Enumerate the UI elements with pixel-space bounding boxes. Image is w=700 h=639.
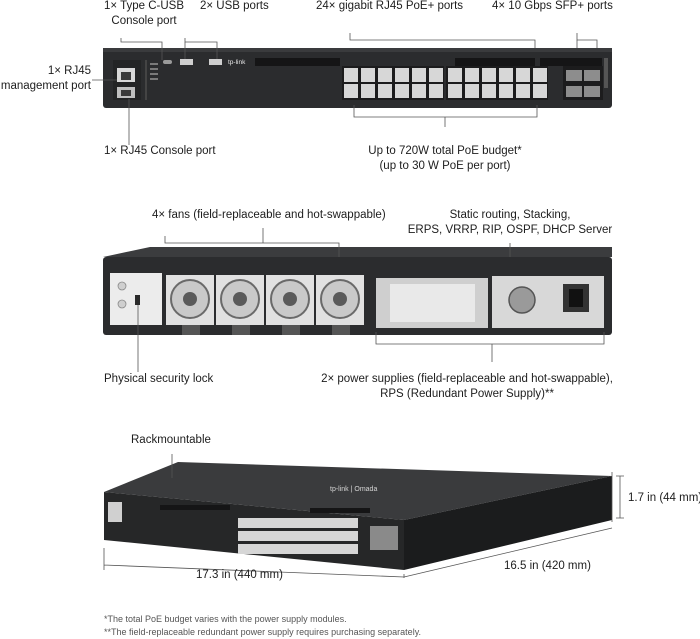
- dimension-lines: [103, 454, 624, 578]
- security-lock-label: Physical security lock: [104, 373, 214, 385]
- usb-label: 2× USB ports: [200, 0, 269, 12]
- typec-label-line1: 1× Type C-USB: [104, 0, 185, 12]
- status-leds: [150, 63, 158, 80]
- front-logo: tp-link: [228, 59, 246, 66]
- console-label: 1× RJ45 Console port: [104, 145, 216, 157]
- routing-label-line2: ERPS, VRRP, RIP, OSPF, DHCP Server: [407, 224, 613, 236]
- psu-label: 2× power supplies (field-replaceable and…: [318, 372, 616, 402]
- width-label: 17.3 in (440 mm): [196, 569, 283, 581]
- management-port: [117, 68, 135, 82]
- rj45-poe-ports-right: [446, 66, 548, 100]
- poe-ports-label: 24× gigabit RJ45 PoE+ ports: [316, 0, 464, 12]
- poe-budget-label: Up to 720W total PoE budget* (up to 30 W…: [360, 144, 530, 174]
- typec-port: [163, 60, 172, 64]
- rj45-poe-ports-left: [342, 66, 444, 100]
- perspective-rj45-ports: [238, 518, 358, 554]
- front-callouts: [92, 33, 598, 145]
- usb-port-1: [180, 59, 193, 65]
- rackmount-label: Rackmountable: [131, 434, 211, 446]
- console-port-rj45: [117, 87, 135, 98]
- front-panel: tp-link: [103, 48, 612, 108]
- poe-budget-line1: Up to 720W total PoE budget*: [368, 145, 522, 157]
- management-label-line1: 1× RJ45: [47, 65, 91, 77]
- depth-label: 16.5 in (420 mm): [504, 560, 591, 572]
- sfp-label: 4× 10 Gbps SFP+ ports: [492, 0, 613, 12]
- perspective-view: tp-link | Omada: [104, 462, 612, 570]
- security-lock-slot: [135, 295, 140, 305]
- rear-callouts: [137, 228, 605, 372]
- vent-slots: [255, 58, 602, 66]
- power-supply-bays: [376, 276, 604, 328]
- management-label: 1× RJ45 management port: [0, 64, 91, 94]
- height-label: 1.7 in (44 mm): [628, 492, 700, 504]
- psu-label-line2: RPS (Redundant Power Supply)**: [380, 388, 554, 400]
- routing-label-line1: Static routing, Stacking,: [449, 209, 571, 221]
- routing-label: Static routing, Stacking, ERPS, VRRP, RI…: [404, 208, 616, 238]
- fan-modules: [166, 275, 364, 335]
- footnote-1: *The total PoE budget varies with the po…: [104, 614, 347, 624]
- psu-label-line1: 2× power supplies (field-replaceable and…: [321, 373, 613, 385]
- management-label-line2: management port: [0, 80, 91, 92]
- usb-port-2: [209, 59, 222, 65]
- fans-label: 4× fans (field-replaceable and hot-swapp…: [152, 209, 386, 221]
- perspective-logo: tp-link | Omada: [330, 486, 377, 493]
- footnote-2: **The field-replaceable redundant power …: [104, 627, 422, 637]
- sfp-ports: [563, 66, 603, 100]
- typec-label: 1× Type C-USB Console port: [104, 0, 184, 29]
- typec-label-line2: Console port: [111, 15, 177, 27]
- poe-budget-line2: (up to 30 W PoE per port): [379, 160, 511, 172]
- rear-panel: [103, 247, 612, 335]
